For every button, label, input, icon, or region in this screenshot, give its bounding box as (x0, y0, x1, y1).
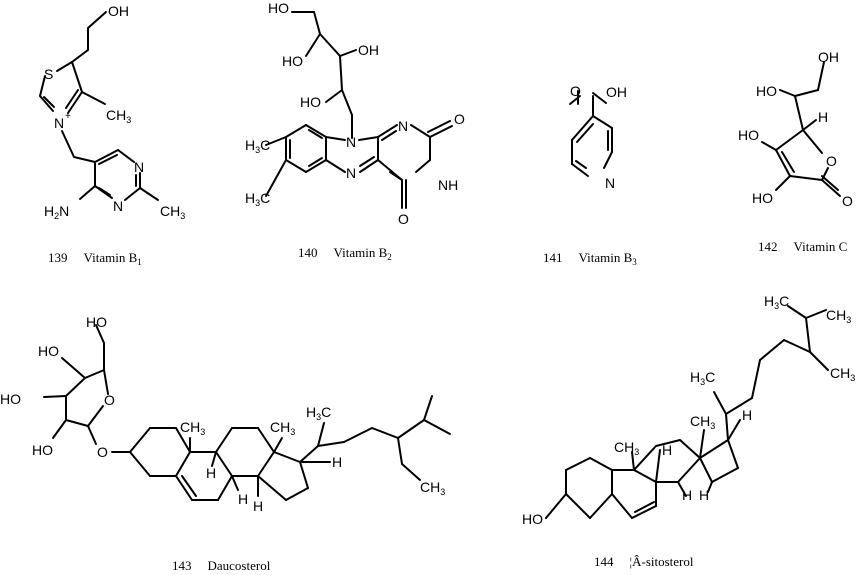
atom-ho: HO (86, 314, 107, 330)
atom-n-plus: N (54, 115, 64, 131)
atom-ch3: CH3 (270, 419, 295, 437)
atom-h3c: H3C (690, 369, 715, 387)
structure-144-beta-sitosterol: HO CH3 CH3 H H H H H3C H3C CH3 CH3 144¦Â… (522, 293, 855, 569)
atom-ho: HO (282, 53, 303, 69)
atom-o: O (104, 392, 115, 408)
atom-ch3: CH3 (614, 439, 639, 457)
atom-h: H (206, 465, 216, 481)
atom-h3c: H3C (245, 190, 270, 208)
atom-nh: NH (438, 177, 458, 193)
caption-144: 144¦Â-sitosterol (594, 554, 694, 569)
atom-ho: HO (268, 0, 289, 16)
atom-o: O (826, 153, 837, 169)
atom-ch3: CH3 (420, 479, 445, 497)
atom-o: O (398, 211, 409, 227)
atom-ho: HO (738, 127, 759, 143)
atom-o: O (97, 444, 108, 460)
atom-h: H (699, 487, 709, 503)
atom-ho: HO (32, 442, 53, 458)
atom-h: H (662, 442, 672, 458)
atom-h: H (682, 487, 692, 503)
atom-n: N (346, 134, 356, 150)
atom-oh: OH (358, 42, 379, 58)
atom-o: O (454, 111, 465, 127)
atom-h3c: H3C (764, 293, 789, 311)
atom-n: N (113, 198, 123, 214)
atom-ho: HO (38, 343, 59, 359)
atom-h: H (818, 109, 828, 125)
atom-h3c: H3C (245, 137, 270, 155)
atom-ch3: CH3 (830, 365, 855, 383)
atom-ch3: CH3 (180, 419, 205, 437)
atom-oh: OH (108, 3, 129, 19)
atom-ho: HO (522, 511, 543, 527)
atom-n: N (134, 159, 144, 175)
structure-143-daucosterol: HO HO HO HO O O CH3 CH3 H H H H H3C CH3 … (0, 314, 451, 573)
atom-n: N (346, 165, 356, 181)
atom-oh: OH (818, 49, 839, 65)
atom-ch3: CH3 (826, 307, 851, 325)
atom-ch3: CH3 (160, 203, 185, 221)
atom-ch3: CH3 (690, 413, 715, 431)
atom-n: N (398, 118, 408, 134)
atom-oh: OH (606, 84, 627, 100)
atom-h: H (332, 454, 342, 470)
atom-h3c: H3C (306, 404, 331, 422)
charge-plus: + (65, 111, 71, 122)
atom-h: H (253, 498, 263, 514)
atom-n: N (605, 175, 615, 191)
atom-ch3: CH3 (106, 107, 131, 125)
atom-h2n: H2N (44, 203, 69, 221)
atom-h: H (742, 407, 752, 423)
atom-ho: HO (752, 190, 773, 206)
atom-o: O (570, 83, 581, 99)
atom-ho: HO (0, 391, 21, 407)
atom-h: H (238, 491, 248, 507)
atom-s: S (44, 66, 53, 82)
atom-ho: HO (756, 83, 777, 99)
atom-o: O (842, 193, 853, 209)
atom-ho: HO (300, 94, 321, 110)
